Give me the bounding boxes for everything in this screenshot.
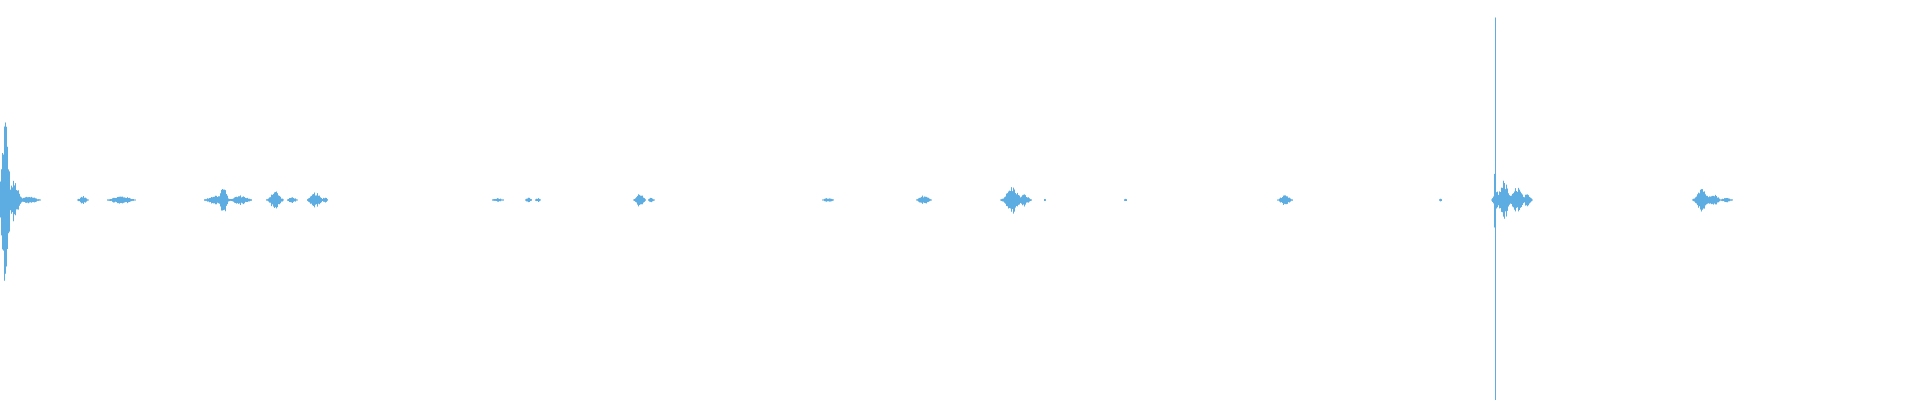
waveform-trace [0, 17, 1733, 400]
waveform-path [0, 17, 1733, 400]
